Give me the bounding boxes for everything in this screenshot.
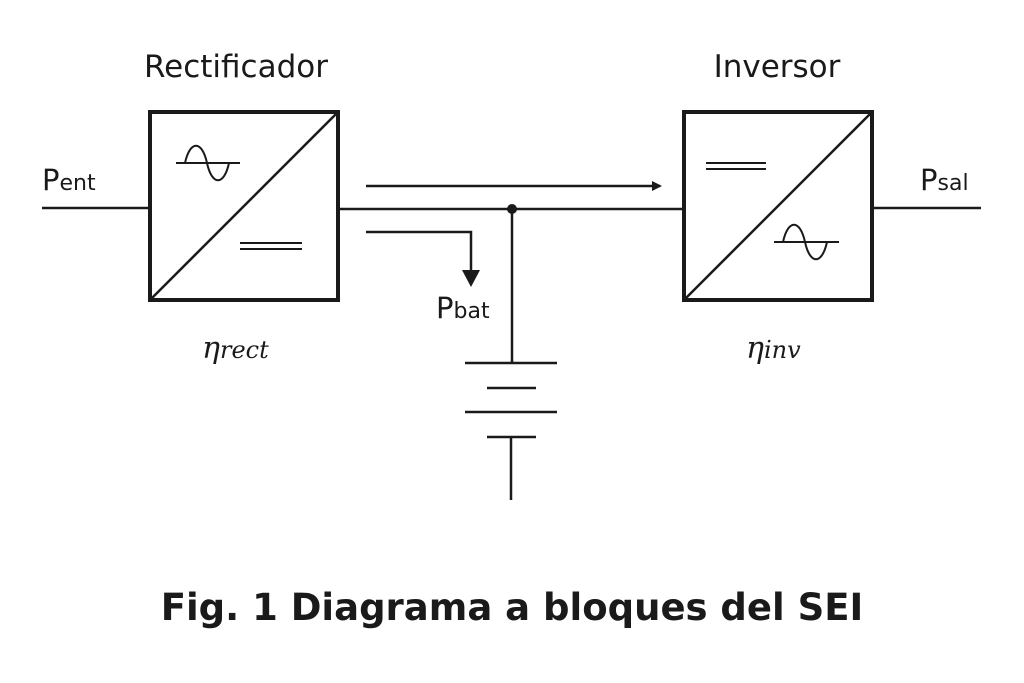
inverter-block — [682, 110, 874, 302]
rectifier-title: Rectificador — [144, 49, 328, 85]
rectifier-efficiency: ηrect — [202, 331, 269, 366]
dc-lines-icon — [706, 162, 766, 170]
battery-flow-arrow — [366, 230, 480, 287]
rectifier-block — [148, 110, 340, 302]
inverter-efficiency: ηinv — [746, 331, 801, 366]
ac-sine-icon — [176, 144, 240, 182]
battery-power-label: Pbat — [436, 291, 490, 325]
inverter-diagonal — [683, 111, 873, 301]
ac-sine-icon — [774, 223, 839, 261]
battery-symbol-icon — [465, 361, 557, 439]
input-power-label: Pent — [42, 163, 96, 197]
inverter-title: Inversor — [714, 49, 841, 85]
output-power-label: Psal — [920, 163, 969, 197]
figure-caption: Fig. 1 Diagrama a bloques del SEI — [161, 586, 864, 629]
rectifier-diagonal — [149, 111, 339, 301]
dc-lines-icon — [240, 242, 302, 250]
